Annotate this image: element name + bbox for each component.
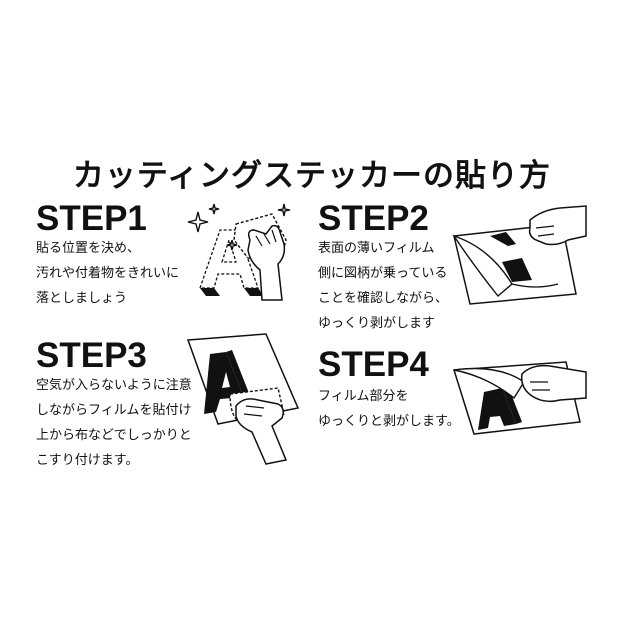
step3-line: 上から布などでしっかりと <box>36 428 192 443</box>
wiping-hand-letter-a-icon <box>187 203 291 301</box>
step1-line: 貼る位置を決め、 <box>36 241 141 256</box>
step3-line: こすり付けます。 <box>36 453 139 468</box>
step2-line: ことを確認しながら、 <box>318 291 449 306</box>
step1-line: 落としましょう <box>36 291 128 306</box>
step4-line: ゆっくりと剥がします。 <box>318 414 460 429</box>
step4-text: フィルム部分を ゆっくりと剥がします。 <box>318 384 460 434</box>
step1-heading: STEP1 <box>36 199 147 238</box>
step3-text: 空気が入らないように注意 しながらフィルムを貼付け 上から布などでしっかりと こ… <box>36 373 192 473</box>
step1-line: 汚れや付着物をきれいに <box>36 266 180 281</box>
step2-line: 側に図柄が乗っている <box>318 266 448 281</box>
step2-line: ゆっくり剥がします <box>318 316 436 331</box>
step2-line: 表面の薄いフィルム <box>318 241 435 256</box>
step1-text: 貼る位置を決め、 汚れや付着物をきれいに 落としましょう <box>36 236 179 311</box>
step3-line: 空気が入らないように注意 <box>36 378 192 393</box>
step2-heading: STEP2 <box>318 199 429 238</box>
step4-heading: STEP4 <box>318 345 429 384</box>
peeling-film-icon <box>452 205 587 305</box>
step2-text: 表面の薄いフィルム 側に図柄が乗っている ことを確認しながら、 ゆっくり剥がしま… <box>318 236 448 336</box>
step4-line: フィルム部分を <box>318 389 409 404</box>
step3-line: しながらフィルムを貼付け <box>36 403 192 418</box>
cloth-rubbing-sticker-icon <box>186 333 300 465</box>
page-title: カッティングステッカーの貼り方 <box>72 158 552 194</box>
peeling-transfer-film-icon <box>453 361 587 435</box>
step3-heading: STEP3 <box>36 336 147 375</box>
